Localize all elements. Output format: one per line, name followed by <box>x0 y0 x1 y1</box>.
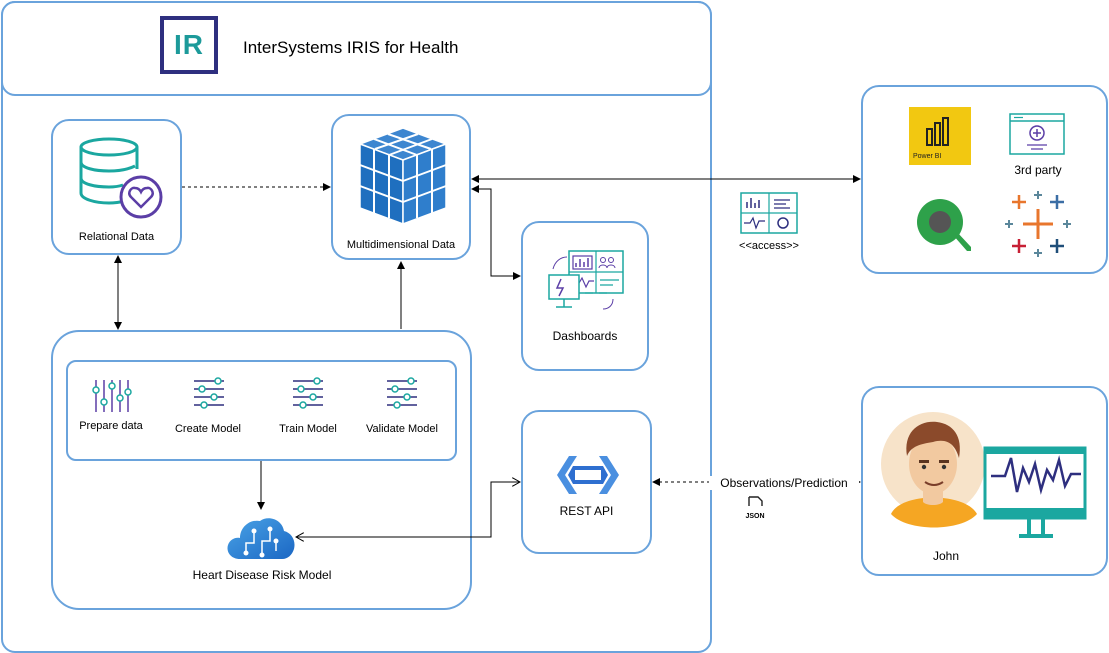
cube-icon <box>357 127 449 226</box>
qlik-icon[interactable] <box>913 195 973 255</box>
dashboard-icon <box>548 250 624 310</box>
access-label: <<access>> <box>739 240 799 252</box>
train-model-icon <box>293 377 323 409</box>
database-heart-icon <box>79 137 163 219</box>
ml-step-prepare-data[interactable]: Prepare data <box>79 420 143 432</box>
multidimensional-data-node[interactable]: Multidimensional Data <box>331 114 471 260</box>
rest-api-label: REST API <box>559 504 614 518</box>
heart-disease-model-label: Heart Disease Risk Model <box>192 568 332 582</box>
third-party-app-icon <box>1009 113 1065 155</box>
power-bi-icon <box>926 117 949 146</box>
user-container: John <box>861 386 1108 576</box>
ml-step-create-model[interactable]: Create Model <box>174 423 242 435</box>
user-avatar <box>881 412 985 528</box>
heart-monitor-icon <box>983 446 1087 538</box>
validate-model-icon <box>387 377 417 409</box>
ml-step-validate-model[interactable]: Validate Model <box>366 423 438 435</box>
bi-tools-container: Power BI 3rd party <box>861 85 1108 274</box>
iris-logo: IR <box>160 16 218 74</box>
tableau-icon[interactable] <box>1005 191 1071 257</box>
multidimensional-data-label: Multidimensional Data <box>346 239 456 251</box>
dashboards-label: Dashboards <box>552 329 618 343</box>
api-icon <box>557 456 619 494</box>
json-label: JSON <box>745 513 765 520</box>
iris-logo-text: IR <box>174 29 204 60</box>
access-icon <box>740 192 798 234</box>
observations-label: Observations/Prediction <box>709 476 859 490</box>
user-name: John <box>932 549 960 563</box>
prepare-data-icon <box>92 380 132 412</box>
ai-cloud-icon <box>227 518 295 559</box>
json-file-icon <box>748 496 763 506</box>
power-bi-label: Power BI <box>913 153 942 160</box>
ml-step-train-model[interactable]: Train Model <box>279 423 337 435</box>
dashboards-node[interactable]: Dashboards <box>521 221 649 371</box>
page-title: InterSystems IRIS for Health <box>243 38 459 57</box>
iris-header <box>1 1 712 96</box>
power-bi-logo[interactable]: Power BI <box>909 107 971 165</box>
ml-steps-container <box>66 360 457 461</box>
relational-data-label: Relational Data <box>78 231 155 243</box>
rest-api-node[interactable]: REST API <box>521 410 652 554</box>
create-model-icon <box>194 377 224 409</box>
third-party-label: 3rd party <box>1014 163 1062 177</box>
relational-data-node[interactable]: Relational Data <box>51 119 182 255</box>
